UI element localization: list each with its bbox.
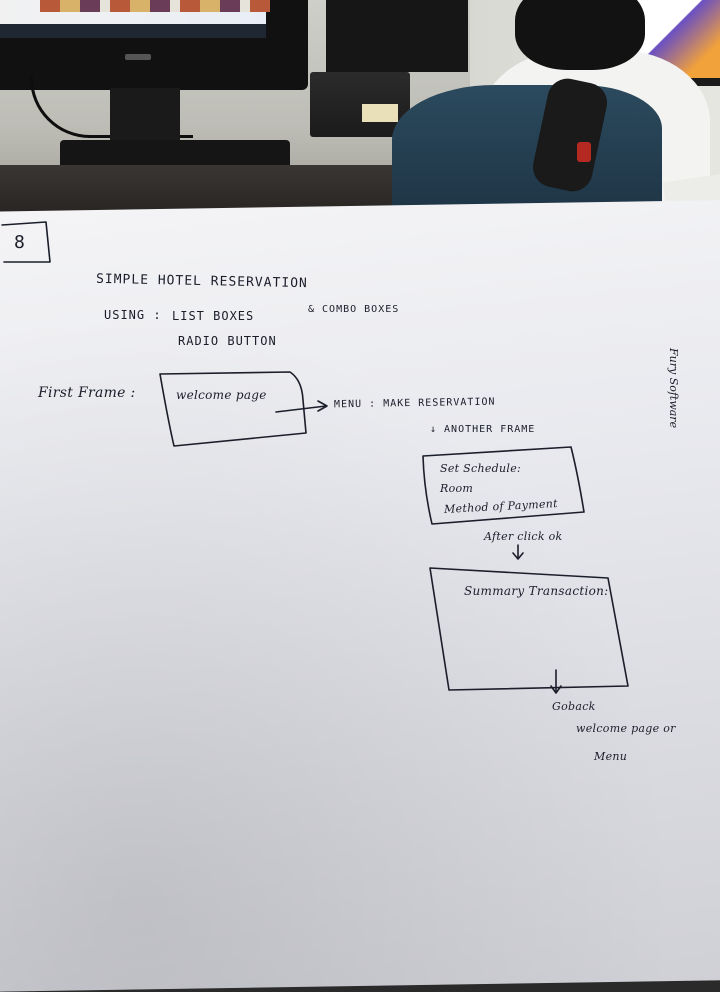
arrow-to-menu bbox=[275, 405, 327, 413]
using-label: USING : bbox=[104, 308, 162, 322]
using-item-list-boxes: LIST BOXES bbox=[172, 309, 255, 323]
summary-text: Summary Transaction: bbox=[464, 584, 609, 598]
sketch-lines bbox=[1, 221, 629, 694]
welcome-page-text: welcome page bbox=[176, 388, 267, 402]
printer bbox=[310, 72, 410, 137]
computer-tower bbox=[326, 0, 468, 72]
schedule-line-2: Room bbox=[440, 482, 474, 495]
goback-line-2: welcome page or bbox=[576, 722, 676, 735]
another-frame-text: ↓ ANOTHER FRAME bbox=[430, 424, 536, 435]
taskbar bbox=[0, 24, 266, 38]
schedule-box bbox=[422, 446, 585, 525]
person-head bbox=[515, 0, 645, 70]
backpack-tag bbox=[577, 142, 591, 162]
side-note: Fury Software bbox=[667, 348, 680, 429]
monitor-logo bbox=[125, 54, 151, 60]
corner-mark: 8 bbox=[14, 232, 26, 253]
goback-line-1: Goback bbox=[552, 700, 596, 713]
summary-box bbox=[429, 567, 629, 691]
combo-boxes-note: & COMBO BOXES bbox=[308, 304, 400, 315]
schedule-line-1: Set Schedule: bbox=[440, 462, 522, 475]
goback-line-3: Menu bbox=[594, 750, 628, 763]
welcome-box bbox=[159, 371, 307, 447]
using-item-radio-button: RADIO BUTTON bbox=[178, 334, 277, 348]
first-frame-label: First Frame : bbox=[38, 385, 136, 401]
after-click-text: After click ok bbox=[484, 530, 563, 543]
corner-box bbox=[1, 221, 51, 263]
